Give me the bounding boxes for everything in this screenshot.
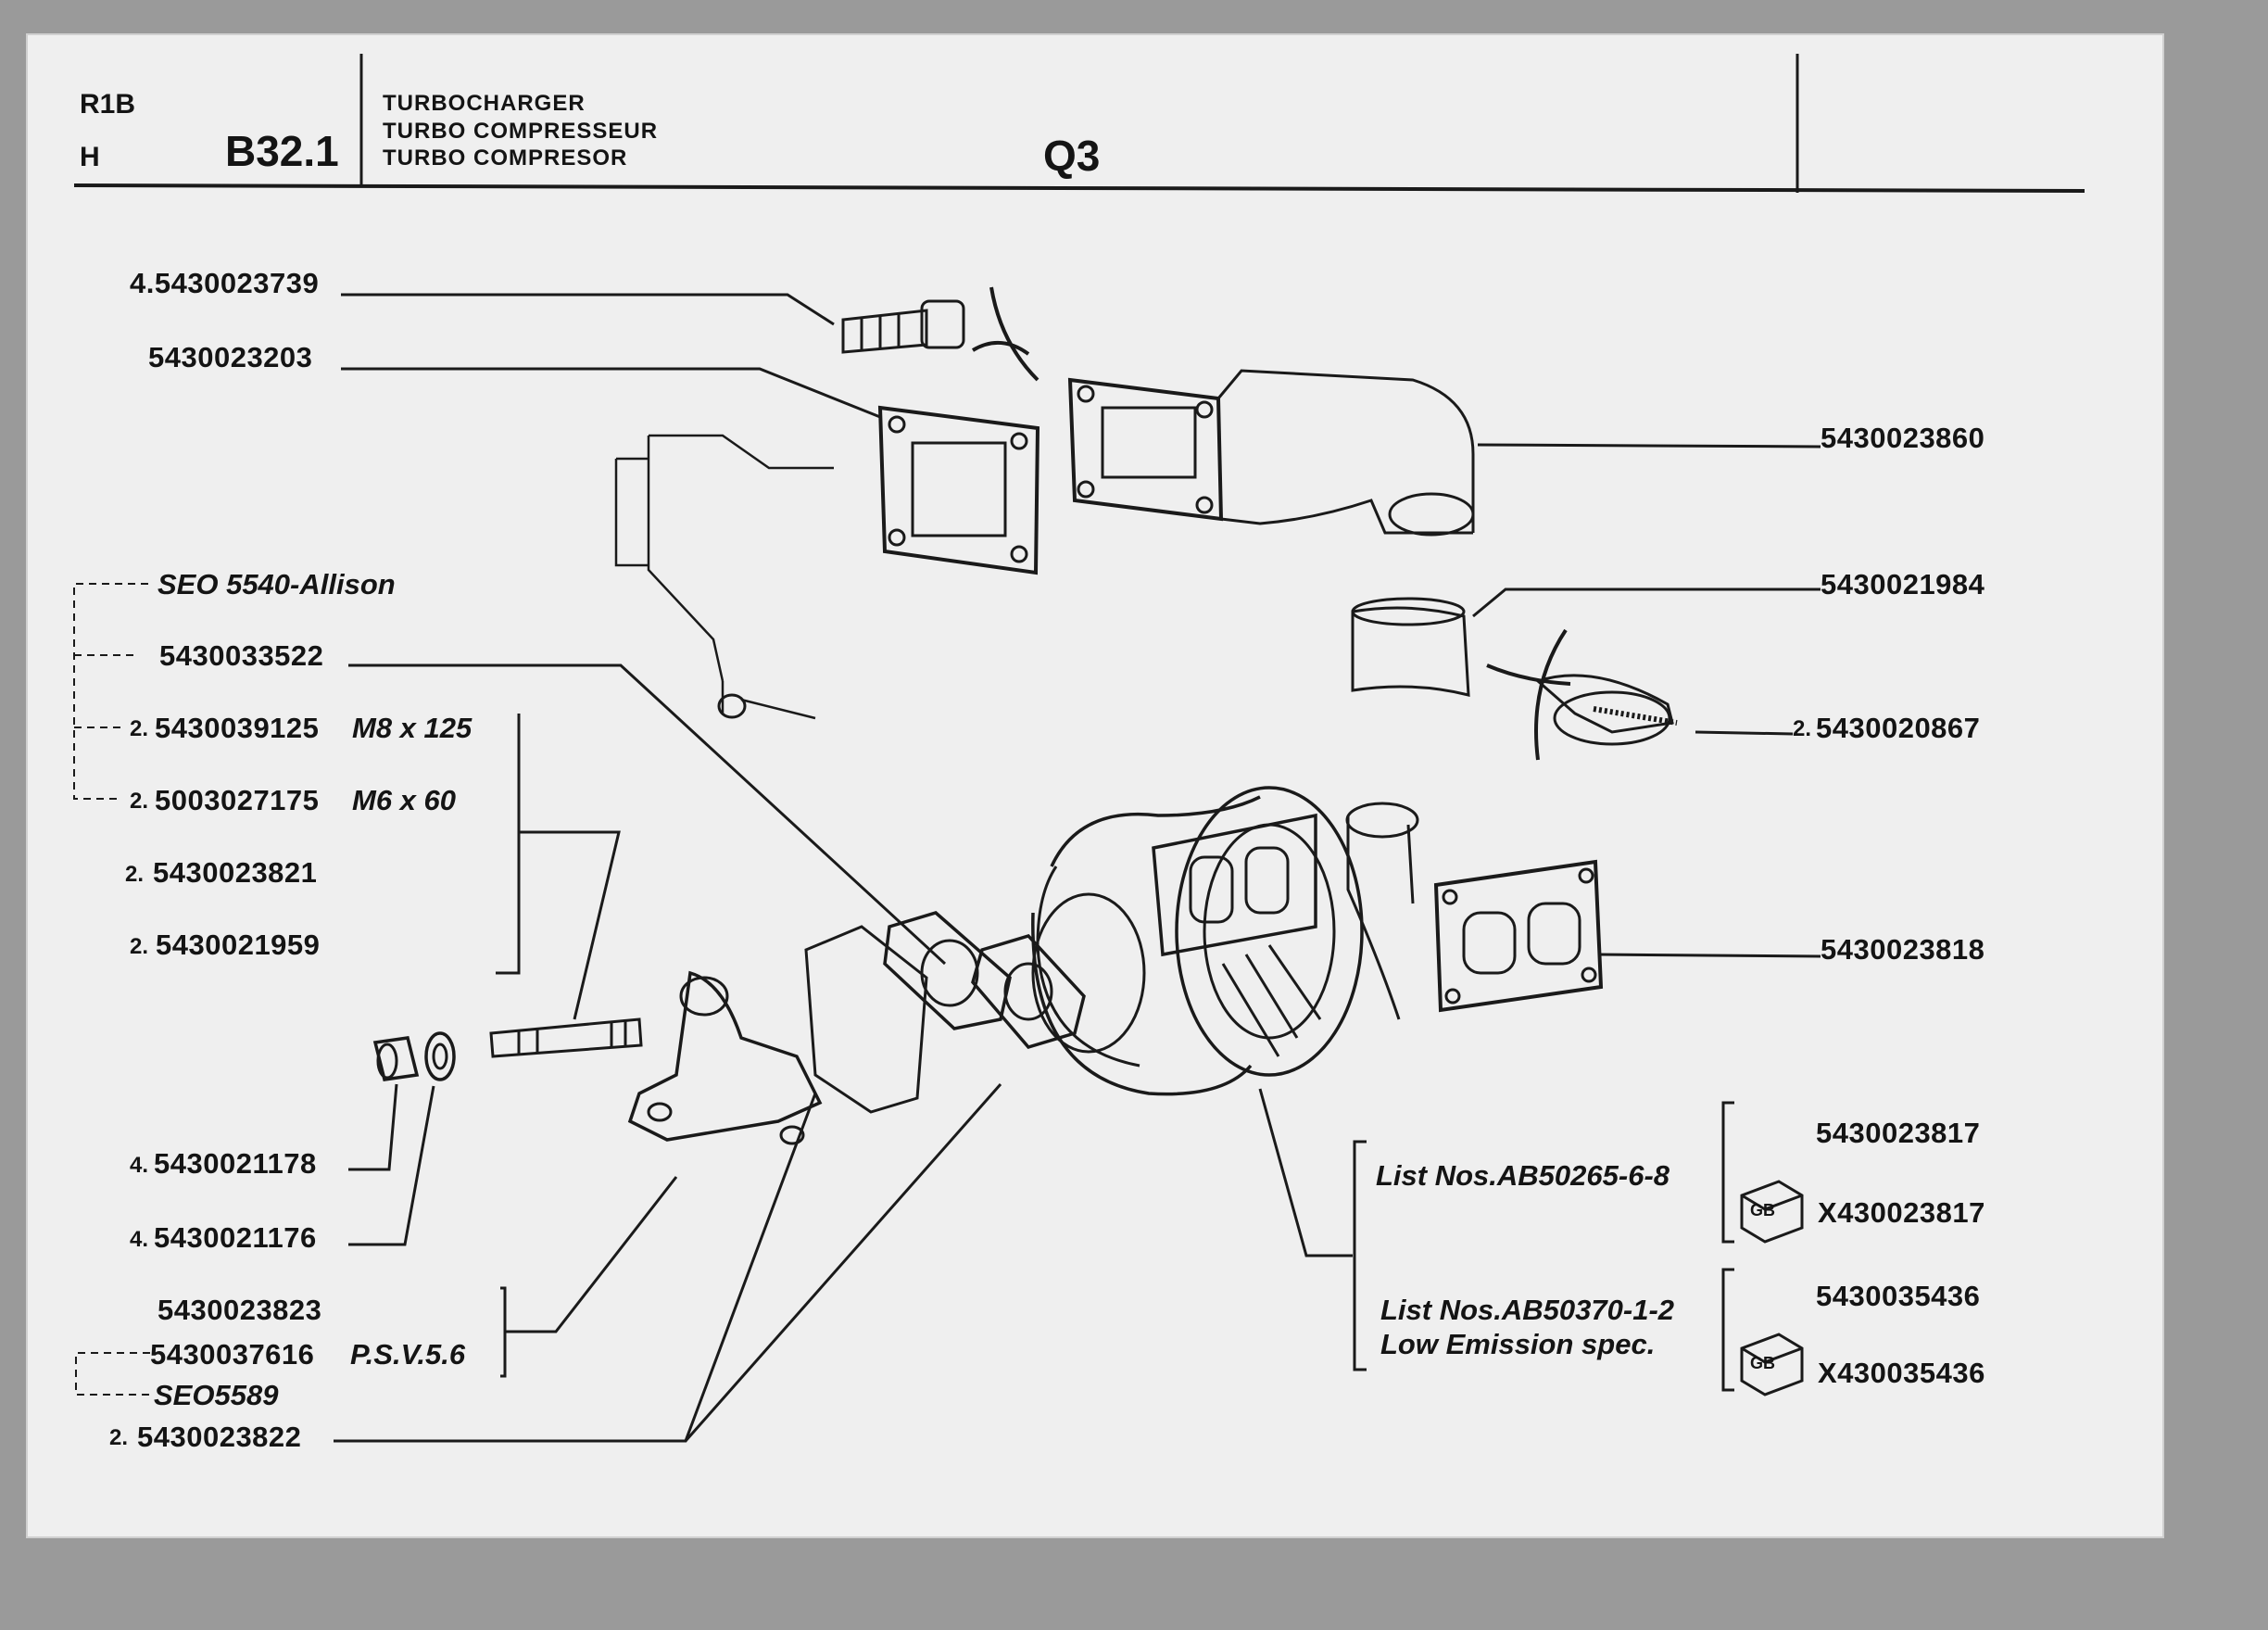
spec-m8: M8 x 125 [352, 712, 472, 744]
header-code-bottom: H [80, 142, 100, 172]
exchange-cube-icon-2 [1740, 1333, 1804, 1396]
qty-prefix: 2. [130, 716, 149, 741]
leader-clamp [1695, 730, 1794, 736]
bracket-studs [496, 714, 521, 975]
qty-prefix: 4. [130, 1227, 149, 1252]
qty-prefix: 2. [130, 934, 149, 959]
note-list-2: List Nos.AB50370-1-2 [1380, 1294, 1675, 1326]
label-5430037616: 5430037616 [150, 1338, 315, 1371]
label-elbow: 5430023860 [1821, 422, 1985, 454]
label-5003027175: 5003027175 [155, 784, 320, 816]
header-rule [73, 183, 2085, 193]
label-5430023823: 5430023823 [158, 1294, 322, 1326]
label-5430023821: 5430023821 [153, 856, 318, 889]
label-gasket-top: 5430023203 [148, 341, 313, 373]
qty-prefix: 2. [109, 1425, 129, 1450]
leader-spacers-b [684, 1083, 1002, 1442]
leader-flange [505, 1176, 678, 1333]
leader-5430033522 [348, 663, 947, 966]
label-list1-pn: 5430023817 [1816, 1117, 1981, 1149]
spec-psv: P.S.V.5.6 [350, 1338, 466, 1371]
bracket-lists [1353, 1140, 1367, 1371]
label-list2-exch: X430035436 [1818, 1357, 1985, 1389]
spec-m6: M6 x 60 [352, 784, 457, 816]
leader-spacers-a [334, 1093, 817, 1443]
label-bolt: 4.5430023739 [130, 267, 320, 299]
qty-prefix: 4. [130, 1153, 149, 1178]
exchange-badge-text: GB [1750, 1201, 1775, 1219]
page-ref: Q3 [1043, 132, 1101, 180]
label-5430021178: 5430021178 [154, 1147, 317, 1180]
note-list-1: List Nos.AB50265-6-8 [1376, 1159, 1670, 1192]
label-list1-exch: X430023817 [1818, 1196, 1985, 1229]
leader-bolt [341, 293, 835, 326]
qty-prefix: 2. [125, 862, 145, 887]
label-5430021176: 5430021176 [154, 1221, 317, 1254]
title-french: TURBO COMPRESSEUR [383, 119, 659, 144]
note-low-emission: Low Emission spec. [1380, 1328, 1656, 1360]
label-list2-pn: 5430035436 [1816, 1280, 1981, 1312]
header-code-top: R1B [80, 89, 136, 120]
label-5430039125: 5430039125 [155, 712, 320, 744]
leader-washer [348, 1085, 435, 1246]
leader-nut [348, 1083, 398, 1171]
leader-stud [519, 830, 621, 1020]
leader-elbow [1477, 443, 1821, 449]
qty-prefix: 2. [130, 789, 149, 814]
label-5430033522: 5430033522 [159, 639, 324, 672]
label-5430021959: 5430021959 [156, 929, 321, 961]
label-hose: 5430021984 [1821, 568, 1985, 600]
exchange-badge-text: GB [1750, 1354, 1775, 1372]
leader-turbo [1258, 1088, 1353, 1257]
section-number: B32.1 [225, 127, 339, 175]
bracket-flange [500, 1286, 507, 1378]
catalog-sheet [26, 33, 2164, 1538]
label-clamp: 5430020867 [1816, 712, 1981, 744]
label-gasket-turbo: 5430023818 [1821, 933, 1985, 966]
title-english: TURBOCHARGER [383, 91, 586, 116]
leader-gasket-turbo [1597, 953, 1821, 958]
note-seo-allison: SEO 5540-Allison [158, 568, 396, 600]
leader-hose [1472, 588, 1821, 618]
exchange-cube-icon-1 [1740, 1180, 1804, 1244]
label-5430023822: 5430023822 [137, 1421, 302, 1453]
note-seo5589: SEO5589 [154, 1379, 279, 1411]
title-spanish: TURBO COMPRESOR [383, 145, 628, 171]
leader-gasket-top [341, 367, 881, 419]
qty-prefix: 2. [1793, 716, 1812, 741]
